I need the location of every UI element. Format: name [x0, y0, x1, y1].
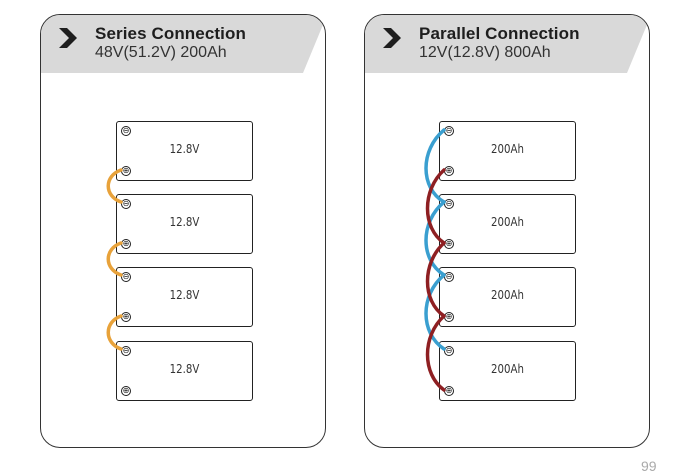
- positive-terminal-icon: ⊕: [444, 239, 454, 249]
- positive-terminal-icon: ⊕: [121, 312, 131, 322]
- parallel-battery-2: ⊖ ⊕ 200Ah: [439, 194, 576, 254]
- battery-voltage-label: 12.8V: [169, 362, 200, 376]
- series-header-banner: Series Connection 48V(51.2V) 200Ah: [41, 15, 325, 73]
- negative-terminal-icon: ⊖: [121, 126, 131, 136]
- battery-voltage-label: 12.8V: [169, 215, 200, 229]
- series-title: Series Connection: [95, 24, 246, 43]
- series-battery-4: ⊖ ⊕ 12.8V: [116, 341, 253, 401]
- page-number: 99: [641, 458, 657, 474]
- series-battery-3: ⊖ ⊕ 12.8V: [116, 267, 253, 327]
- negative-terminal-icon: ⊖: [121, 199, 131, 209]
- chevron-right-icon: [59, 28, 77, 48]
- parallel-battery-1: ⊖ ⊕ 200Ah: [439, 121, 576, 181]
- negative-terminal-icon: ⊖: [444, 126, 454, 136]
- positive-terminal-icon: ⊕: [121, 239, 131, 249]
- negative-terminal-icon: ⊖: [444, 346, 454, 356]
- parallel-subtitle: 12V(12.8V) 800Ah: [419, 44, 551, 61]
- parallel-title: Parallel Connection: [419, 24, 580, 43]
- positive-terminal-icon: ⊕: [444, 166, 454, 176]
- negative-terminal-icon: ⊖: [121, 346, 131, 356]
- negative-terminal-icon: ⊖: [121, 272, 131, 282]
- battery-voltage-label: 12.8V: [169, 288, 200, 302]
- series-battery-2: ⊖ ⊕ 12.8V: [116, 194, 253, 254]
- parallel-battery-4: ⊖ ⊕ 200Ah: [439, 341, 576, 401]
- battery-capacity-label: 200Ah: [491, 288, 524, 302]
- battery-capacity-label: 200Ah: [491, 362, 524, 376]
- chevron-right-icon: [383, 28, 401, 48]
- battery-capacity-label: 200Ah: [491, 142, 524, 156]
- positive-terminal-icon: ⊕: [121, 166, 131, 176]
- battery-voltage-label: 12.8V: [169, 142, 200, 156]
- positive-terminal-icon: ⊕: [444, 386, 454, 396]
- series-subtitle: 48V(51.2V) 200Ah: [95, 44, 227, 61]
- negative-terminal-icon: ⊖: [444, 272, 454, 282]
- positive-terminal-icon: ⊕: [444, 312, 454, 322]
- banner-background: [365, 15, 649, 73]
- positive-terminal-icon: ⊕: [121, 386, 131, 396]
- parallel-battery-3: ⊖ ⊕ 200Ah: [439, 267, 576, 327]
- banner-background: [41, 15, 325, 73]
- battery-capacity-label: 200Ah: [491, 215, 524, 229]
- series-battery-1: ⊖ ⊕ 12.8V: [116, 121, 253, 181]
- parallel-header-banner: Parallel Connection 12V(12.8V) 800Ah: [365, 15, 649, 73]
- negative-terminal-icon: ⊖: [444, 199, 454, 209]
